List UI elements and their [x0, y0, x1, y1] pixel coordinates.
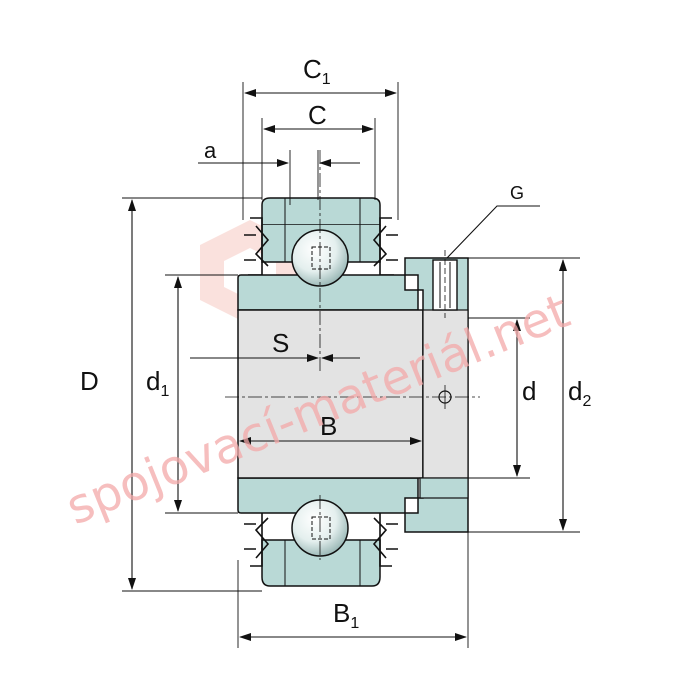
- label-g: G: [510, 183, 524, 203]
- label-b1: B1: [333, 598, 359, 632]
- leader-g: [446, 205, 540, 259]
- label-s: S: [272, 328, 289, 358]
- outer-ring-bottom: [261, 539, 381, 587]
- label-d-outer: D: [80, 366, 99, 396]
- label-a: a: [204, 138, 217, 163]
- label-d: d: [522, 376, 536, 406]
- center-lines: [225, 150, 480, 560]
- shaft-bore: [237, 309, 424, 479]
- inner-ring-bottom: [237, 477, 419, 514]
- label-b: B: [320, 411, 337, 441]
- label-d1: d1: [146, 366, 169, 400]
- extension-lines: [122, 82, 580, 648]
- inner-ring-top: [237, 274, 419, 311]
- label-c1: C1: [303, 54, 331, 88]
- label-d2: d2: [568, 376, 591, 410]
- grub-screw: [432, 250, 458, 318]
- label-c: C: [308, 100, 327, 130]
- dimension-lines: [128, 89, 567, 641]
